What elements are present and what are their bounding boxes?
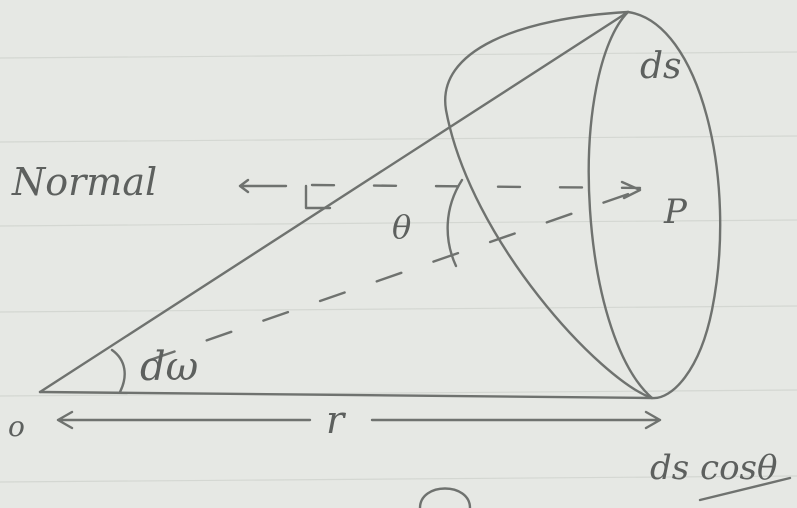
p-label: P [664, 192, 687, 232]
projected-area-ellipse [444, 10, 722, 400]
theta-label: θ [392, 208, 412, 246]
ds-cos-underline [698, 476, 792, 502]
ds-cos-label: ds cosθ [650, 448, 778, 488]
r-label: r [326, 398, 345, 442]
surface-element-curve [587, 10, 654, 400]
cone-upper-edge [38, 10, 630, 394]
partial-circle [418, 487, 472, 508]
cone-lower-edge [38, 390, 654, 400]
arrow-to-p [620, 180, 642, 200]
paper-ruling [0, 51, 797, 483]
r-arrow-right [370, 410, 662, 430]
theta-arc [446, 178, 464, 268]
o-label: o [8, 410, 25, 443]
right-angle-mark [304, 184, 332, 210]
dashed-center-line [148, 188, 642, 362]
ds-label: ds [640, 46, 682, 87]
normal-label: Normal [12, 160, 158, 204]
dw-arc [110, 348, 126, 394]
r-arrow-left [56, 410, 312, 430]
dw-label: dω [140, 344, 199, 390]
normal-arrow [238, 178, 288, 194]
